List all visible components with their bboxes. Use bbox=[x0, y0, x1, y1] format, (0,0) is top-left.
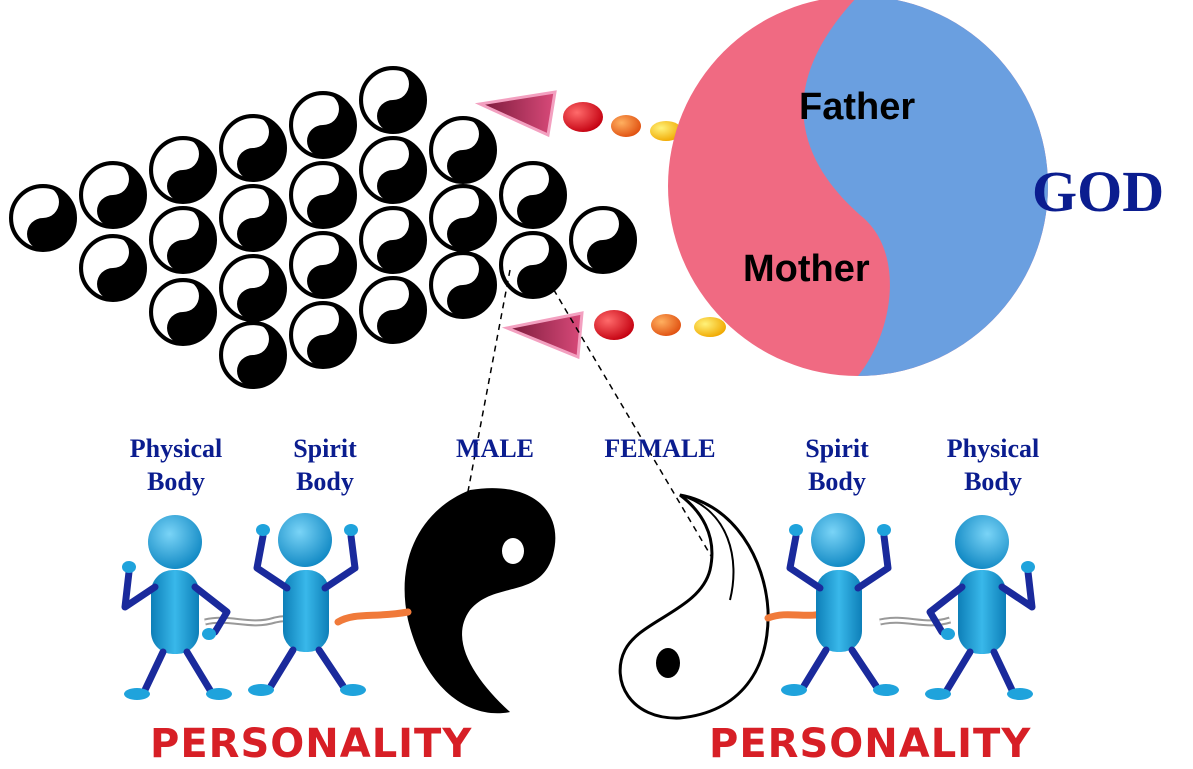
yin-yang-icon bbox=[221, 323, 285, 387]
yin-yang-icon bbox=[81, 236, 145, 300]
god-title: GOD bbox=[1032, 162, 1164, 222]
yin-yang-icon bbox=[431, 186, 495, 250]
male-label: MALE bbox=[440, 432, 550, 465]
yin-yang-icon bbox=[501, 233, 565, 297]
yin-yang-icon bbox=[151, 280, 215, 344]
yin-yang-icon bbox=[431, 118, 495, 182]
right-physical-body-label: Physical Body bbox=[925, 432, 1061, 498]
yin-yang-icon bbox=[291, 303, 355, 367]
yin-yang-icon bbox=[81, 163, 145, 227]
left-physical-body-label: Physical Body bbox=[108, 432, 244, 498]
female-label: FEMALE bbox=[590, 432, 730, 465]
yin-yang-icon bbox=[571, 208, 635, 272]
yin-yang-icon bbox=[361, 138, 425, 202]
yin-yang-icon bbox=[501, 163, 565, 227]
father-label: Father bbox=[799, 86, 915, 128]
yin-yang-icon bbox=[291, 163, 355, 227]
top-arrow-triangle bbox=[480, 92, 555, 135]
yin-yang-icon bbox=[361, 68, 425, 132]
yin-yang-icon bbox=[361, 208, 425, 272]
bottom-emanation bbox=[507, 310, 726, 357]
left-spirit-body-figure bbox=[248, 513, 366, 696]
yin-yang-icon bbox=[361, 278, 425, 342]
right-personality-label: PERSONALITY bbox=[709, 722, 1031, 766]
left-personality-label: PERSONALITY bbox=[150, 722, 472, 766]
yellow-dot bbox=[694, 317, 726, 337]
right-physical-body-figure bbox=[925, 515, 1035, 700]
yin-yang-icon bbox=[291, 233, 355, 297]
male-eye bbox=[502, 538, 524, 564]
red-dot bbox=[563, 102, 603, 132]
yin-yang-icon bbox=[11, 186, 75, 250]
yin-yang-icon bbox=[151, 138, 215, 202]
right-spirit-body-label: Spirit Body bbox=[782, 432, 892, 498]
yin-yang-icon bbox=[431, 253, 495, 317]
red-dot bbox=[594, 310, 634, 340]
top-emanation bbox=[480, 92, 682, 141]
male-half-symbol bbox=[405, 488, 556, 713]
yin-yang-icon bbox=[221, 186, 285, 250]
yin-yang-icon bbox=[151, 208, 215, 272]
orange-dot bbox=[611, 115, 641, 137]
female-eye bbox=[656, 648, 680, 678]
yin-yang-icon bbox=[221, 116, 285, 180]
left-spirit-body-label: Spirit Body bbox=[270, 432, 380, 498]
orange-dot bbox=[651, 314, 681, 336]
left-physical-body-figure bbox=[122, 515, 232, 700]
mother-label: Mother bbox=[743, 248, 870, 290]
right-spirit-body-figure bbox=[781, 513, 899, 696]
god-circle bbox=[668, 0, 1048, 376]
yin-yang-icon bbox=[291, 93, 355, 157]
yin-yang-icon bbox=[221, 256, 285, 320]
